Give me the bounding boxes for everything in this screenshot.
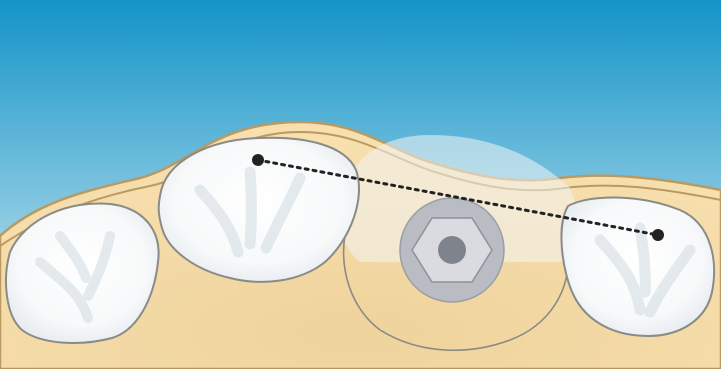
reference-point-left: [252, 154, 264, 166]
reference-point-right: [652, 229, 664, 241]
implant-hex-screw-icon: [400, 198, 504, 302]
implant-core: [438, 236, 466, 264]
